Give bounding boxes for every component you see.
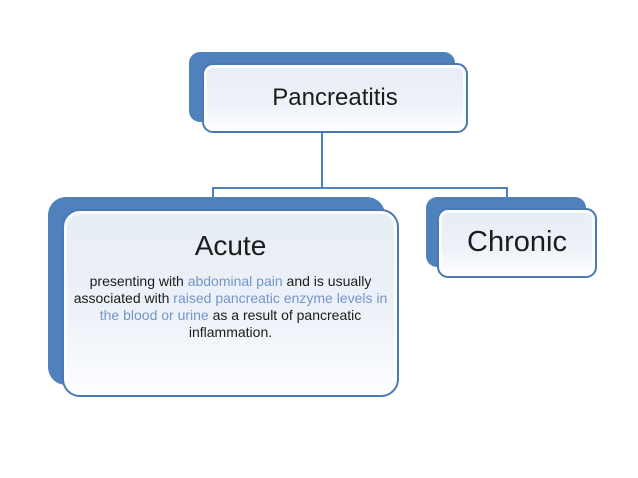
node-chronic-face: Chronic	[437, 208, 597, 278]
node-acute-description: presenting with abdominal pain and is us…	[73, 272, 388, 340]
node-pancreatitis[interactable]: Pancreatitis	[189, 52, 469, 134]
node-chronic-label: Chronic	[467, 226, 567, 259]
node-acute[interactable]: Acute presenting with abdominal pain and…	[48, 197, 400, 398]
node-pancreatitis-face: Pancreatitis	[202, 63, 468, 133]
connector-horizontal	[212, 187, 508, 189]
node-acute-face: Acute presenting with abdominal pain and…	[62, 209, 399, 397]
node-chronic[interactable]: Chronic	[426, 197, 601, 282]
connector-leg-chronic	[506, 187, 508, 199]
connector-leg-acute	[212, 187, 214, 199]
node-acute-label: Acute	[194, 230, 267, 261]
connector-stem	[321, 133, 323, 189]
node-pancreatitis-label: Pancreatitis	[272, 83, 398, 111]
